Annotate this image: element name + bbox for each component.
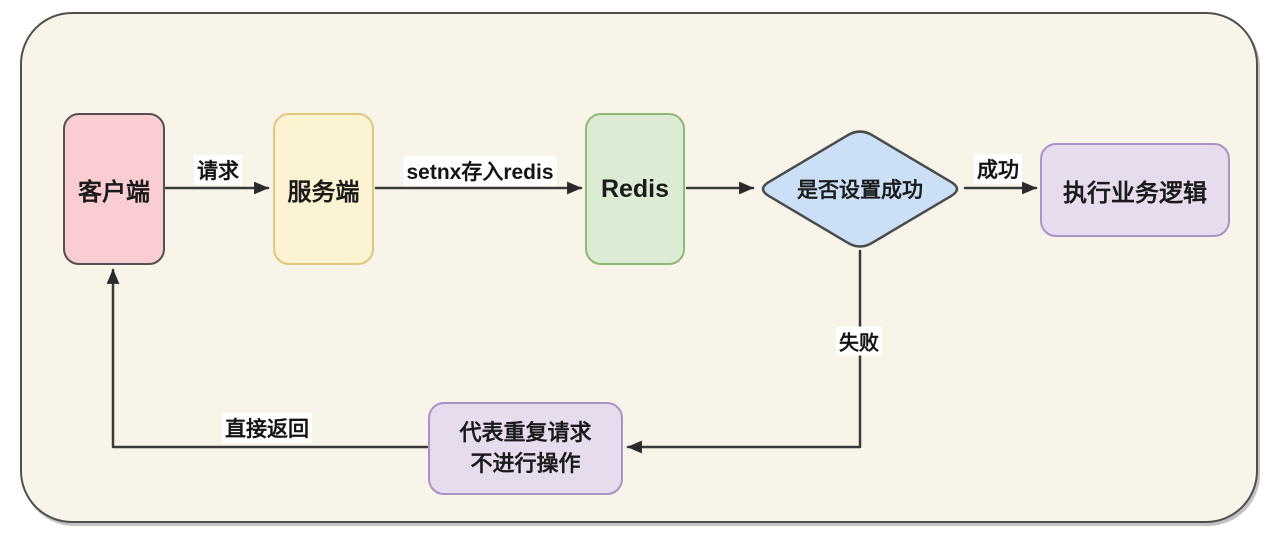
node-redis: Redis [585,113,685,265]
node-decision-label: 是否设置成功 [797,179,923,202]
node-client-label: 客户端 [78,178,150,206]
edge-label-direct-return: 直接返回 [222,413,312,443]
diagram-outer-frame [20,12,1258,523]
edge-label-success: 成功 [974,154,1022,184]
edge-label-fail: 失败 [836,326,882,356]
node-redis-label: Redis [600,174,670,203]
node-server-label: 服务端 [287,178,360,206]
edge-label-request: 请求 [194,155,242,185]
node-client: 客户端 [63,113,165,265]
node-server: 服务端 [273,113,374,265]
node-business-logic: 执行业务逻辑 [1040,143,1230,237]
node-duplicate-request: 代表重复请求 不进行操作 [428,402,623,495]
node-decision: 是否设置成功 [757,128,963,250]
node-business-logic-label: 执行业务逻辑 [1063,179,1207,207]
node-duplicate-request-line2: 不进行操作 [470,450,581,476]
edge-label-setnx: setnx存入redis [403,156,557,186]
node-duplicate-request-line1: 代表重复请求 [459,419,592,445]
